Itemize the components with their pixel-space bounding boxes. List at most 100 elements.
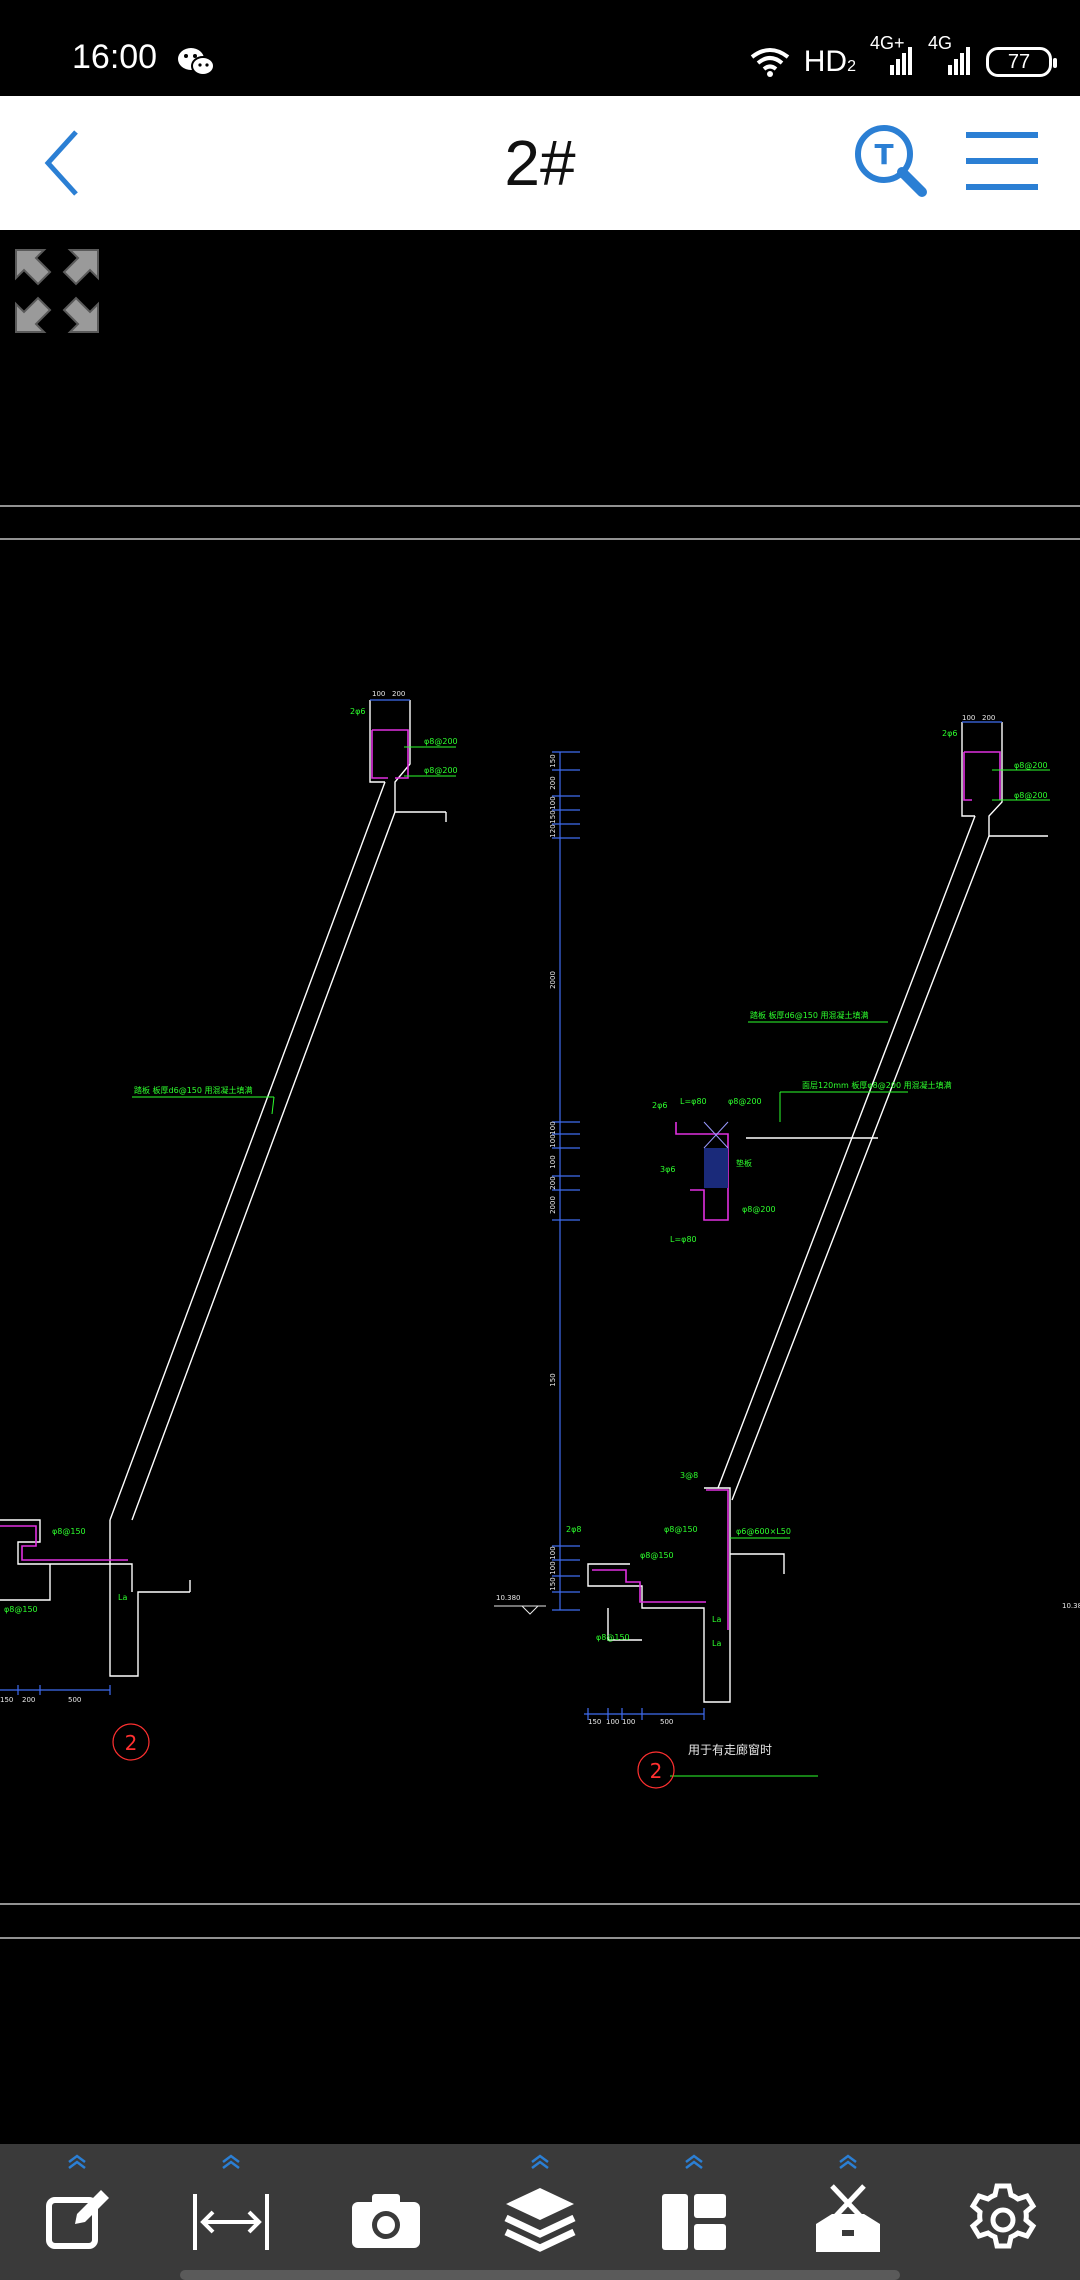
left-callout: 踏板 板厚d6@150 用混凝土填满 bbox=[134, 1085, 253, 1095]
left-rebar-top1: φ8@200 bbox=[424, 737, 458, 746]
right-section-note: 用于有走廊窗时 bbox=[688, 1742, 772, 1757]
hamburger-menu-icon[interactable] bbox=[964, 128, 1040, 194]
left-rebar-top2: φ8@200 bbox=[424, 766, 458, 775]
wechat-icon bbox=[178, 48, 215, 76]
right-rebar-side: φ8@150 bbox=[640, 1551, 674, 1560]
detail-hatch bbox=[703, 1121, 729, 1188]
vertical-dim-label: 150 bbox=[549, 810, 557, 823]
detail-rebar1: φ8@200 bbox=[728, 1097, 762, 1106]
right-stair-section: 踏板 板厚d6@150 用混凝土填满 面层120mm 板厚φ8@200 用混凝土… bbox=[494, 714, 1080, 1789]
signal-bars-icon bbox=[890, 46, 912, 75]
right-dim-b1: 150 bbox=[588, 1718, 601, 1726]
level-mark: 10.380 bbox=[496, 1594, 521, 1602]
left-dim-top2: 100 bbox=[372, 690, 385, 698]
tool-measure[interactable] bbox=[154, 2144, 308, 2280]
battery-indicator: 77 bbox=[986, 47, 1057, 77]
left-section-no: 2 bbox=[125, 1731, 138, 1755]
left-stair-section: 踏板 板厚d6@150 用混凝土填满 φ8@200 φ8@200 2φ6 φ8@… bbox=[0, 690, 458, 1761]
text-search-icon[interactable]: T bbox=[852, 122, 928, 198]
hd-indicator: HD2 bbox=[803, 45, 856, 78]
status-time: 16:00 bbox=[72, 38, 158, 76]
right-la1: La bbox=[712, 1615, 721, 1624]
expand-up-icon[interactable] bbox=[683, 2154, 705, 2170]
expand-up-icon[interactable] bbox=[837, 2154, 859, 2170]
svg-text:T: T bbox=[874, 138, 893, 171]
annotate-edit-icon[interactable] bbox=[37, 2180, 117, 2260]
vertical-dim-label: 150 bbox=[549, 1373, 557, 1386]
vertical-dim-label: 150 bbox=[549, 754, 557, 767]
fullscreen-expand-icon[interactable] bbox=[14, 248, 100, 334]
vertical-dim-label: 120 bbox=[549, 824, 557, 837]
status-right: HD2 4G+ 4G 77 bbox=[750, 33, 1057, 82]
left-dim-b3: 500 bbox=[68, 1696, 81, 1704]
toolbox-icon[interactable] bbox=[808, 2180, 888, 2260]
left-dim-b1: 150 bbox=[0, 1696, 13, 1704]
right-callout2: 面层120mm 板厚φ8@200 用混凝土填满 bbox=[802, 1080, 952, 1090]
page-title: 2# bbox=[504, 127, 576, 199]
left-dim-b2: 200 bbox=[22, 1696, 35, 1704]
wifi-icon bbox=[750, 48, 789, 77]
layout-icon[interactable] bbox=[654, 2180, 734, 2260]
bottom-toolbar bbox=[0, 2144, 1080, 2280]
detail-note: 垫板 bbox=[736, 1158, 752, 1168]
expand-up-icon[interactable] bbox=[66, 2154, 88, 2170]
cad-sheet: 踏板 板厚d6@150 用混凝土填满 φ8@200 φ8@200 2φ6 φ8@… bbox=[0, 505, 1080, 1939]
expand-up-icon[interactable] bbox=[220, 2154, 242, 2170]
vertical-dim-label: 150 bbox=[549, 1577, 557, 1590]
home-indicator[interactable] bbox=[180, 2270, 900, 2280]
right-dim-top2: 100 bbox=[962, 714, 975, 722]
signal-bars-icon bbox=[948, 46, 970, 75]
right-bar-count: 2φ6 bbox=[942, 729, 957, 738]
right-la2: La bbox=[712, 1639, 721, 1648]
vertical-dim-label: 100 bbox=[549, 1546, 557, 1559]
right-col-top: 3@8 bbox=[680, 1471, 698, 1480]
signal-4g-plus: 4G+ bbox=[870, 33, 914, 80]
vertical-dim-label: 2000 bbox=[549, 1196, 557, 1214]
detail-ln1: L=φ80 bbox=[680, 1097, 707, 1106]
status-bar: 16:00 HD2 4G+ 4G 77 bbox=[0, 0, 1080, 96]
tool-settings[interactable] bbox=[926, 2144, 1080, 2280]
left-dim-top: 200 bbox=[392, 690, 405, 698]
right-rebar-top2: φ8@200 bbox=[1014, 791, 1048, 800]
vertical-dim-label: 100 bbox=[549, 1155, 557, 1168]
vertical-dim-label: 100 bbox=[549, 1134, 557, 1147]
layers-icon[interactable] bbox=[500, 2180, 580, 2260]
right-callout1: 踏板 板厚d6@150 用混凝土填满 bbox=[750, 1010, 869, 1020]
detail-ln2: L=φ80 bbox=[670, 1235, 697, 1244]
signal-4g: 4G bbox=[928, 33, 972, 80]
cad-drawing-canvas[interactable]: 踏板 板厚d6@150 用混凝土填满 φ8@200 φ8@200 2φ6 φ8@… bbox=[0, 230, 1080, 2144]
tool-camera[interactable] bbox=[309, 2144, 463, 2280]
right-dim-b2: 100 bbox=[606, 1718, 619, 1726]
camera-icon[interactable] bbox=[346, 2180, 426, 2260]
settings-gear-icon[interactable] bbox=[963, 2180, 1043, 2260]
level-mark-right: 10.38 bbox=[1062, 1602, 1080, 1610]
detail-bars2: 3φ6 bbox=[660, 1165, 675, 1174]
left-bar-count: 2φ6 bbox=[350, 707, 365, 716]
left-rebar-bot2: φ8@150 bbox=[4, 1605, 38, 1614]
left-la-label: La bbox=[118, 1593, 127, 1602]
vertical-dim-label: 100 bbox=[549, 1561, 557, 1574]
right-section-no: 2 bbox=[650, 1759, 663, 1783]
tool-toolbox[interactable] bbox=[771, 2144, 925, 2280]
tool-annotate[interactable] bbox=[0, 2144, 154, 2280]
detail-rebar2: φ8@200 bbox=[742, 1205, 776, 1214]
right-rebar-stair: φ8@150 bbox=[664, 1525, 698, 1534]
detail-bars1: 2φ6 bbox=[652, 1101, 667, 1110]
right-dim-top: 200 bbox=[982, 714, 995, 722]
measure-distance-icon[interactable] bbox=[191, 2180, 271, 2260]
right-rebar-bot: φ8@150 bbox=[596, 1633, 630, 1642]
app-header: 2# T bbox=[0, 96, 1080, 230]
back-chevron-icon[interactable] bbox=[40, 126, 90, 200]
right-dim-b3: 100 bbox=[622, 1718, 635, 1726]
tool-layout[interactable] bbox=[617, 2144, 771, 2280]
expand-up-icon[interactable] bbox=[529, 2154, 551, 2170]
vertical-dim-label: 200 bbox=[549, 776, 557, 789]
right-bars-left: 2φ8 bbox=[566, 1525, 581, 1534]
tool-layers[interactable] bbox=[463, 2144, 617, 2280]
vertical-dim-label: 100 bbox=[549, 1121, 557, 1134]
vertical-dim-label: 100 bbox=[549, 796, 557, 809]
right-rebar-col: φ6@600×L50 bbox=[736, 1527, 791, 1536]
vertical-dim-label: 2000 bbox=[549, 971, 557, 989]
right-rebar-top1: φ8@200 bbox=[1014, 761, 1048, 770]
vertical-dimension-chain: 1502001001501202000100100100200200015010… bbox=[549, 751, 580, 1611]
